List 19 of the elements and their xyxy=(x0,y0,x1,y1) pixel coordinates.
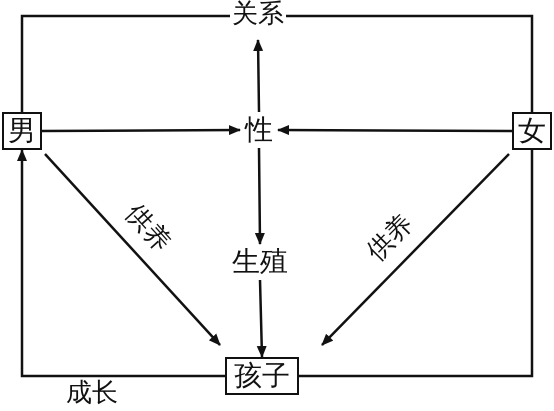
label-box: 男 xyxy=(2,112,42,150)
edge-label: 供养 xyxy=(361,209,419,267)
connector-line xyxy=(299,150,534,378)
edge-label: 供养 xyxy=(120,198,176,258)
arrow xyxy=(17,149,225,378)
label-box: 孩子 xyxy=(225,357,299,395)
connector-line xyxy=(20,14,534,112)
arrow xyxy=(42,125,241,136)
edge-label: 成长 xyxy=(64,380,120,406)
arrow xyxy=(256,280,267,358)
label-box: 女 xyxy=(512,112,552,150)
arrow xyxy=(321,153,510,346)
arrow xyxy=(44,153,221,346)
edge-label: 关系 xyxy=(230,1,286,27)
concept-label: 生殖 xyxy=(228,244,292,280)
arrow xyxy=(253,39,264,112)
arrow xyxy=(277,125,512,136)
arrow xyxy=(254,148,265,245)
concept-label: 性 xyxy=(240,112,278,148)
